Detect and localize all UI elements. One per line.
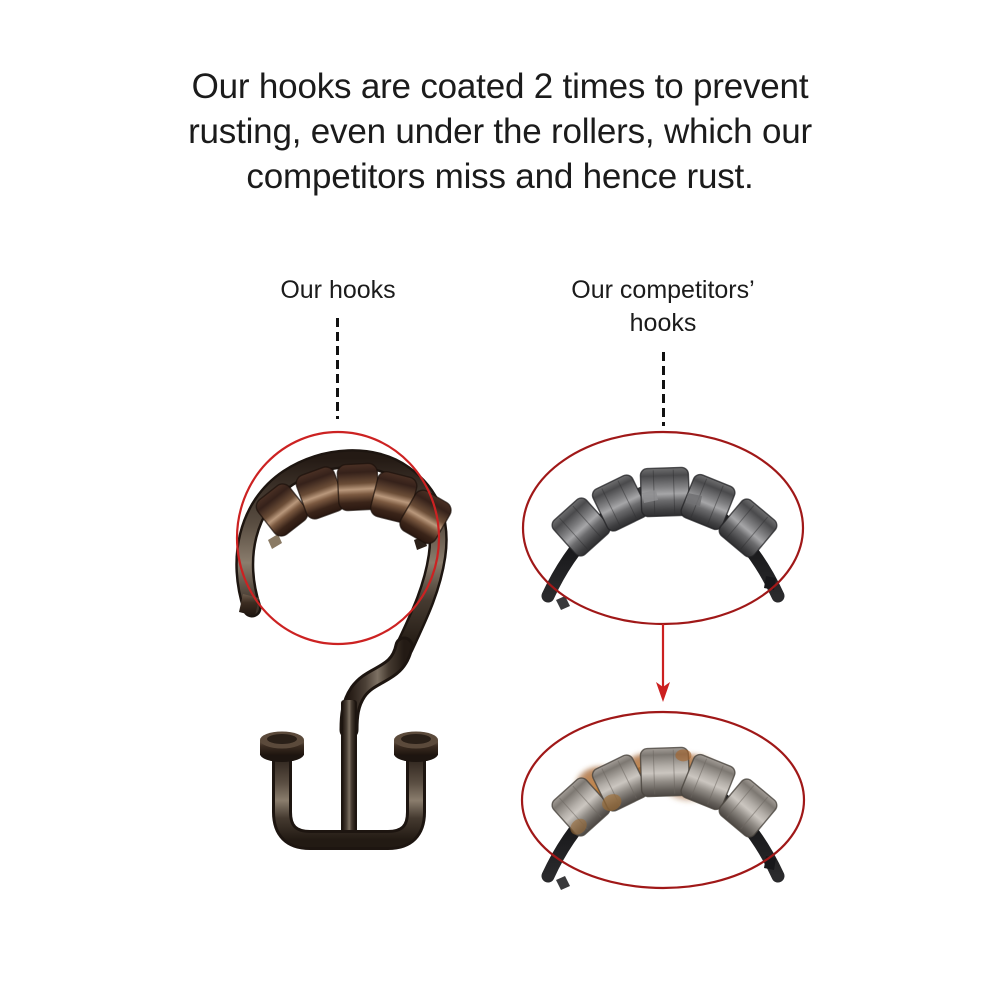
our-hook-tip-left — [260, 731, 304, 762]
our-hook-ring-nub-left — [268, 534, 282, 549]
callout-label-competitor-line-1: Our competitors’ — [571, 276, 755, 304]
headline-line-2: rusting, even under the rollers, which o… — [188, 112, 812, 151]
competitor-clean-roller-5 — [718, 498, 778, 558]
our-hook-u-arm — [275, 745, 423, 847]
competitor-clean-roller-group — [551, 466, 778, 558]
our-hook-tip-right — [394, 731, 438, 762]
our-hook-ring-terminal — [239, 594, 259, 616]
competitor-clean-roller-2 — [591, 474, 649, 532]
headline-line-3: competitors miss and hence rust. — [246, 157, 754, 196]
our-hook-roller-1 — [255, 483, 309, 537]
our-hook-stem — [343, 700, 355, 838]
competitor-hook-rusted-image — [520, 710, 806, 890]
our-hook-roller-group — [255, 462, 452, 545]
competitor-rusted-highlight-ellipse — [520, 710, 806, 890]
leader-line-our-hooks — [336, 318, 339, 419]
competitor-clean-axle-right — [686, 493, 702, 506]
competitor-clean-axle-left — [642, 490, 658, 503]
competitor-rusted-roller-2 — [591, 754, 649, 812]
competitor-rusted-roller-4 — [680, 753, 736, 811]
our-hook-highlight-ellipse — [235, 430, 441, 646]
competitor-rusted-roller-1 — [551, 777, 611, 837]
competitor-clean-roller-1 — [551, 497, 611, 557]
rust-detail-arrow-head — [656, 682, 670, 702]
our-hook-product-image — [235, 430, 452, 850]
competitor-rusted-roller-5 — [718, 778, 778, 838]
callout-label-our-hooks: Our hooks — [198, 274, 478, 307]
competitor-rusted-roller-group — [551, 746, 778, 838]
competitor-clean-roller-4 — [680, 473, 736, 531]
competitor-rusted-wire-nub-left — [556, 876, 570, 890]
callout-label-our-hooks-text: Our hooks — [280, 276, 396, 304]
competitor-clean-wire-nub-left — [556, 596, 570, 610]
headline-line-1: Our hooks are coated 2 times to prevent — [191, 67, 809, 106]
leader-line-competitor-hooks — [662, 352, 665, 426]
competitor-clean-wire-nub-right — [764, 576, 776, 590]
rust-detail-arrow — [656, 624, 670, 702]
competitor-rusted-roller-3 — [639, 746, 692, 798]
page-title: Our hooks are coated 2 times to prevent … — [90, 64, 910, 199]
competitor-clean-roller-3 — [639, 466, 691, 518]
competitor-hook-clean-image — [521, 430, 805, 626]
callout-label-competitor-line-2: hooks — [629, 309, 697, 337]
callout-label-competitor-hooks: Our competitors’ hooks — [523, 274, 803, 340]
